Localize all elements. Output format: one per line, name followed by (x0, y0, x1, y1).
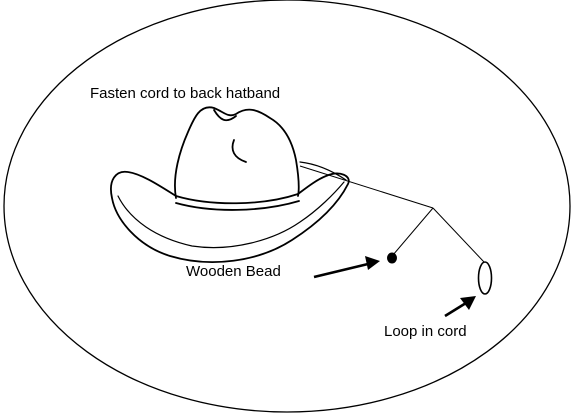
fasten-cord-label: Fasten cord to back hatband (90, 86, 280, 101)
loop-in-cord (479, 262, 492, 294)
cord-to-bead (393, 208, 433, 255)
cord-from-hatband (300, 166, 433, 208)
arrow-to-loop (445, 296, 476, 316)
cord-to-loop (433, 208, 484, 262)
cord (300, 166, 484, 262)
wooden-bead-label: Wooden Bead (186, 264, 281, 279)
oval-border (4, 0, 570, 412)
cowboy-hat-icon (111, 107, 349, 262)
wooden-bead (387, 253, 397, 264)
arrow-to-bead (314, 256, 380, 277)
loop-in-cord-label: Loop in cord (384, 324, 467, 339)
